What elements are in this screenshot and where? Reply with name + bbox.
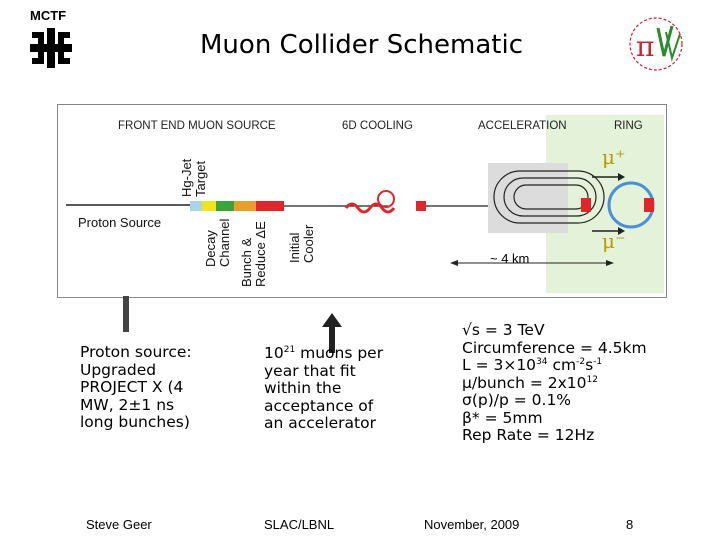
rla-loop-outer: [493, 170, 605, 224]
neutrino-factory-logo: π: [629, 17, 683, 71]
mu-minus-label: μ⁻: [602, 229, 626, 253]
ring-magnet-left: [581, 198, 591, 212]
param-circumference: Circumference = 4.5km: [462, 338, 647, 357]
decay-channel-block: [202, 201, 216, 211]
param-momentum-spread: σ(p)/p = 0.1%: [462, 391, 572, 409]
page-number: 8: [626, 517, 634, 532]
distance-label: ~ 4 km: [490, 251, 530, 266]
rla-loop-mid: [503, 177, 597, 217]
collider-schematic: FRONT END MUON SOURCE 6D COOLING ACCELER…: [57, 104, 667, 298]
helical-cooler: [344, 202, 396, 214]
fermilab-logo: [30, 28, 72, 68]
svg-text:π: π: [636, 30, 654, 63]
decay-channel-label: Decay Channel: [203, 218, 232, 267]
muons-description: 1021 muons per year that fit within the …: [264, 344, 384, 432]
footer-venue: SLAC/LBNL: [264, 517, 335, 532]
footer-date: November, 2009: [424, 517, 520, 532]
proton-source-description: Proton source: Upgraded PROJECT X (4 MW,…: [80, 343, 192, 431]
bunch-reduce-label: Bunch & Reduce ΔE: [239, 221, 268, 287]
mu-plus-label: μ⁺: [602, 145, 626, 169]
section-ring: RING: [614, 120, 643, 132]
section-6d-cooling: 6D COOLING: [342, 120, 413, 132]
section-front-end: FRONT END MUON SOURCE: [118, 120, 276, 132]
slide-title: Muon Collider Schematic: [200, 30, 523, 60]
initial-cooler-block: [256, 201, 284, 211]
rla-loop-inner: [513, 184, 589, 210]
section-acceleration: ACCELERATION: [478, 120, 567, 132]
param-beta-star: β* = 5mm: [462, 408, 543, 427]
footer-author: Steve Geer: [86, 517, 152, 532]
accelerator-region: [488, 163, 568, 233]
cooling-magnet: [416, 201, 426, 211]
param-energy: √s = 3 TeV: [462, 321, 545, 339]
phase-rotation-block: [234, 201, 256, 211]
param-luminosity: L = 3×1034 cm-2s-1: [462, 356, 603, 374]
param-mu-per-bunch: μ/bunch = 2x1012: [462, 373, 598, 392]
org-label: MCTF: [30, 8, 67, 23]
pointer-bar: [123, 296, 129, 332]
proton-source-label: Proton Source: [78, 215, 162, 230]
param-rep-rate: Rep Rate = 12Hz: [462, 426, 595, 444]
initial-cooler-label: Initial Cooler: [287, 224, 316, 263]
target-block: [190, 201, 202, 211]
target-label: Hg-Jet Target: [179, 158, 208, 197]
collider-parameters: √s = 3 TeV Circumference = 4.5km L = 3×1…: [462, 321, 647, 445]
cooling-ring: [377, 190, 395, 208]
schematic-drawing: [66, 115, 664, 293]
up-arrow-icon: [322, 313, 342, 353]
ring-magnet-right: [644, 198, 654, 212]
bunch-block: [216, 201, 234, 211]
